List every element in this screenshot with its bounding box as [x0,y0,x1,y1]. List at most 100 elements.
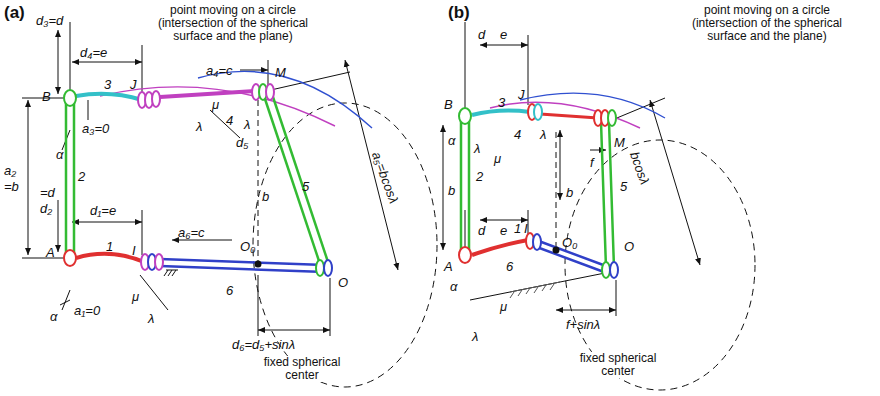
mechanism-part [76,94,142,100]
mechanism-part [64,90,76,106]
dimension-label: μ [132,290,139,304]
dimension-label: 4 [514,128,521,142]
mechanism-part [472,111,530,115]
mechanism-part [556,310,616,311]
dimension-label: λ [148,312,154,326]
dimension-label: d₆=d₅+sinλ [232,338,295,352]
dimension-label: a₁=0 [74,304,100,318]
mechanism-part [443,125,444,250]
mechanism-part [602,262,610,278]
mechanism-part [459,247,471,263]
dimension-label: λ [540,128,546,142]
mechanism-part [256,262,261,267]
mechanism-part [459,104,618,278]
dimension-label: λ [244,118,250,132]
dimension-label: α [56,148,63,162]
mechanism-part [510,282,560,298]
dimension-label: f+sinλ [566,318,600,332]
mechanism-part [610,262,618,278]
mechanism-part [528,210,529,235]
mechanism-part [590,150,606,151]
mechanism-part [28,100,29,255]
dimension-label: 1 [106,240,113,254]
mechanism-part [472,240,528,255]
dimension-label: M [275,66,286,80]
mechanism-part [266,84,274,100]
mechanism-part [470,272,610,300]
mechanism-part [560,130,561,200]
dimension-label: d₁=e [90,204,116,218]
dimension-label: =d [40,186,55,200]
mechanism-part [608,110,616,126]
dimension-label: f [590,156,594,170]
mechanism-part [554,248,559,253]
mechanism-part [540,114,598,118]
mechanism-part [461,118,469,255]
mechanism-part [616,280,617,316]
dimension-label: 4 [226,114,233,128]
mechanism-part [443,22,755,390]
mechanism-part [490,102,640,128]
dimension-label: 6 [506,260,513,274]
mechanism-part [612,98,665,120]
mechanism-part [60,300,70,305]
dimension-label: bcosλ [627,150,652,187]
mechanism-part [70,22,71,94]
dimension-label: μ [500,300,507,314]
dimension-label: d₄=e [80,46,107,60]
mechanism-part [533,234,541,250]
dimension-label: O [338,276,348,290]
dimension-label: M [614,136,625,150]
mechanism-part [528,35,529,105]
mechanism-part [66,98,74,258]
mechanism-part [650,100,700,265]
dimension-label: λ [196,120,202,134]
dimension-label: O₀ [562,236,578,250]
mechanism-part [258,100,259,262]
dimension-label: 2 [78,170,85,184]
dimension-label: 3 [104,78,111,92]
dimension-label: 5 [302,180,309,194]
callout-note: point moving on a circle (intersection o… [672,4,862,43]
mechanism-part [330,278,331,336]
mechanism-part [556,130,557,248]
mechanism-part [155,254,163,270]
mechanism-part [601,122,614,268]
dimension-label: b [262,190,269,204]
dimension-label: d [478,224,485,238]
mechanism-part [160,91,255,97]
mechanism-part [164,270,178,276]
mechanism-part [480,220,528,221]
dimension-label: a₄=c [206,64,233,78]
mechanism-part [160,259,325,272]
callout-note: fixed spherical center [252,356,352,382]
callout-note: point moving on a circle (intersection o… [138,4,328,43]
dimension-label: d₅ [236,136,248,150]
dimension-label: e [500,224,507,238]
panel-label: (b) [448,4,470,22]
dimension-label: e [500,28,507,42]
mechanism-part [565,140,755,390]
dimension-label: A [46,246,55,260]
mechanism-part [64,84,332,276]
dimension-label: b [448,184,455,198]
mechanism-part [210,110,240,138]
mechanism-part [142,45,143,94]
mechanism-part [264,94,328,264]
mechanism-part [72,222,142,223]
dimension-label: d₃=d [36,14,63,28]
dimension-label: J [518,88,525,102]
dimension-label: J [130,78,137,92]
mechanism-part [72,62,142,63]
mechanism-part [324,260,332,276]
dimension-label: λ [472,330,478,344]
dimension-label: a₃=0 [82,122,109,136]
dimension-label: O₀ [240,240,256,254]
dimension-label: d [478,28,485,42]
mechanism-part [22,258,64,259]
dimension-label: d₂ [40,202,52,216]
mechanism-part [62,290,70,310]
dimension-label: λ [474,142,480,156]
